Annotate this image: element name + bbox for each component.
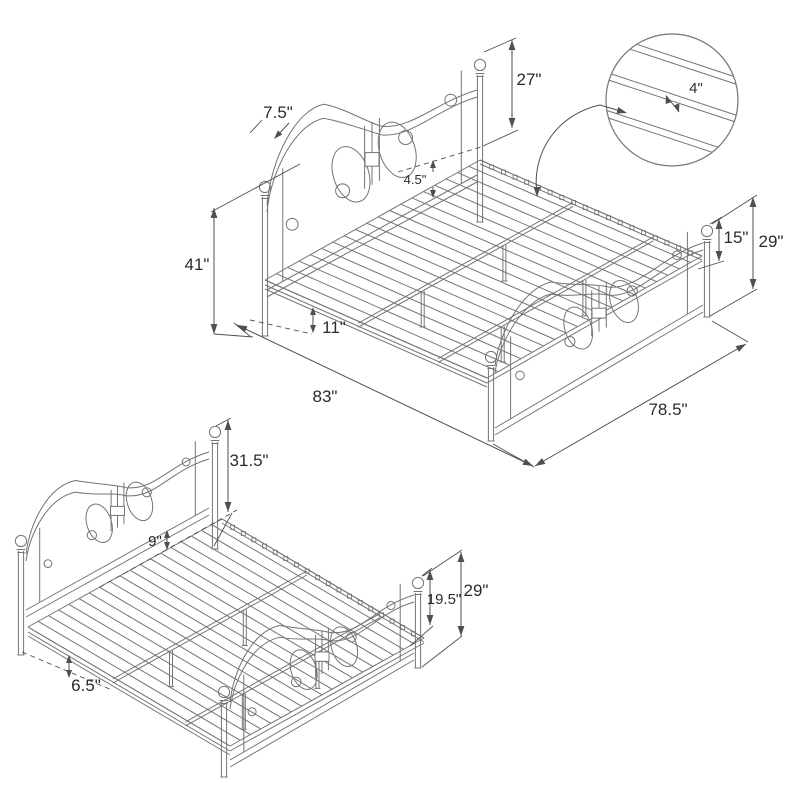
full-headboard-height-label: 31.5" <box>229 451 268 470</box>
king-length-label: 83" <box>313 387 338 406</box>
dimension-labels: 27" 7.5" 4.5" 41" 11" 83" 78.5" 15" 29" … <box>71 70 783 695</box>
king-slat-gap-label: 4.5" <box>404 172 427 187</box>
king-dimensions <box>210 37 758 468</box>
king-width-label: 78.5" <box>648 400 687 419</box>
detail-leader-arrow <box>533 104 627 197</box>
slat-detail-circle <box>605 33 739 167</box>
king-clearance-label: 11" <box>322 318 346 337</box>
king-bed-drawing <box>258 58 714 442</box>
full-clearance-label: 6.5" <box>71 676 101 695</box>
full-bed-drawing <box>14 425 425 778</box>
detail-slat-spacing-label: 4" <box>689 80 703 97</box>
full-footboard-height-label: 29" <box>464 581 489 600</box>
king-headboard-height-label: 41" <box>185 255 210 274</box>
full-footboard-drop-label: 19.5" <box>427 591 462 608</box>
king-headboard-panel-label: 27" <box>517 70 542 89</box>
king-footboard-drop-label: 15" <box>724 228 749 247</box>
king-post-inset-label: 7.5" <box>263 103 293 122</box>
full-dimensions <box>21 417 465 691</box>
king-footboard-height-label: 29" <box>759 232 784 251</box>
full-rail-gap-label: 9" <box>148 533 162 550</box>
